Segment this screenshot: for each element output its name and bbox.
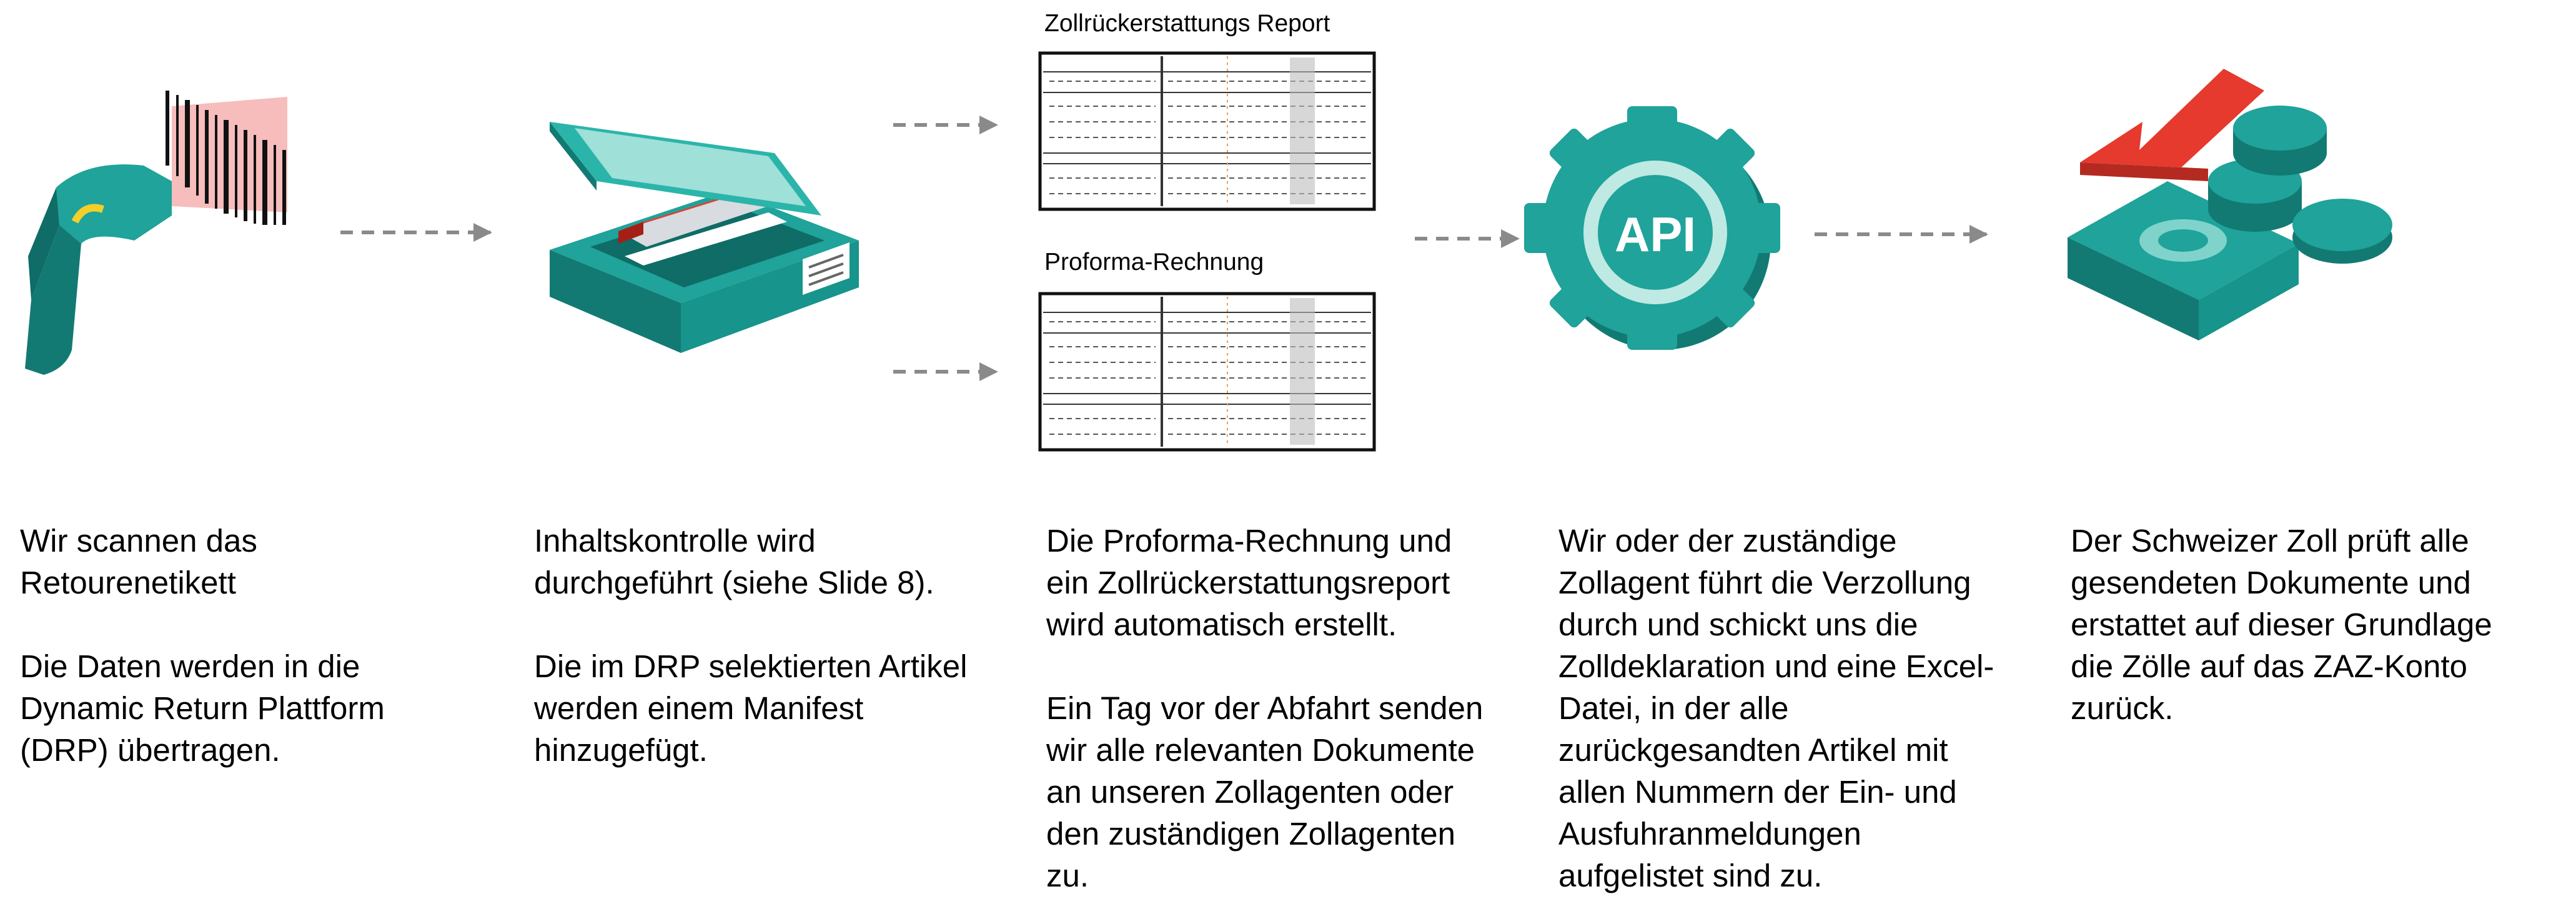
step-5-text: Der Schweizer Zoll prüft alle gesendeten… — [2071, 523, 2492, 726]
api-gear-icon: API — [1524, 106, 1780, 350]
flow-arrows — [340, 116, 1988, 381]
report-document-icon — [1038, 51, 1376, 211]
invoice-document-icon — [1038, 292, 1376, 452]
step-1-text: Wir scannen das Retourenetikett Die Date… — [20, 523, 385, 768]
money-refund-icon — [2068, 69, 2392, 340]
report-title: Zollrückerstattungs Report — [1044, 10, 1330, 37]
scanner-box-icon — [550, 122, 859, 353]
barcode-scanner-icon — [25, 91, 287, 375]
step-3-text: Die Proforma-Rechnung und ein Zollrücker… — [1046, 523, 1484, 893]
api-label: API — [1615, 207, 1696, 262]
step-2-text: Inhaltskontrolle wird durchgeführt (sieh… — [534, 523, 968, 768]
step-4-text: Wir oder der zuständige Zollagent führt … — [1558, 523, 1994, 893]
invoice-title: Proforma-Rechnung — [1044, 249, 1264, 276]
